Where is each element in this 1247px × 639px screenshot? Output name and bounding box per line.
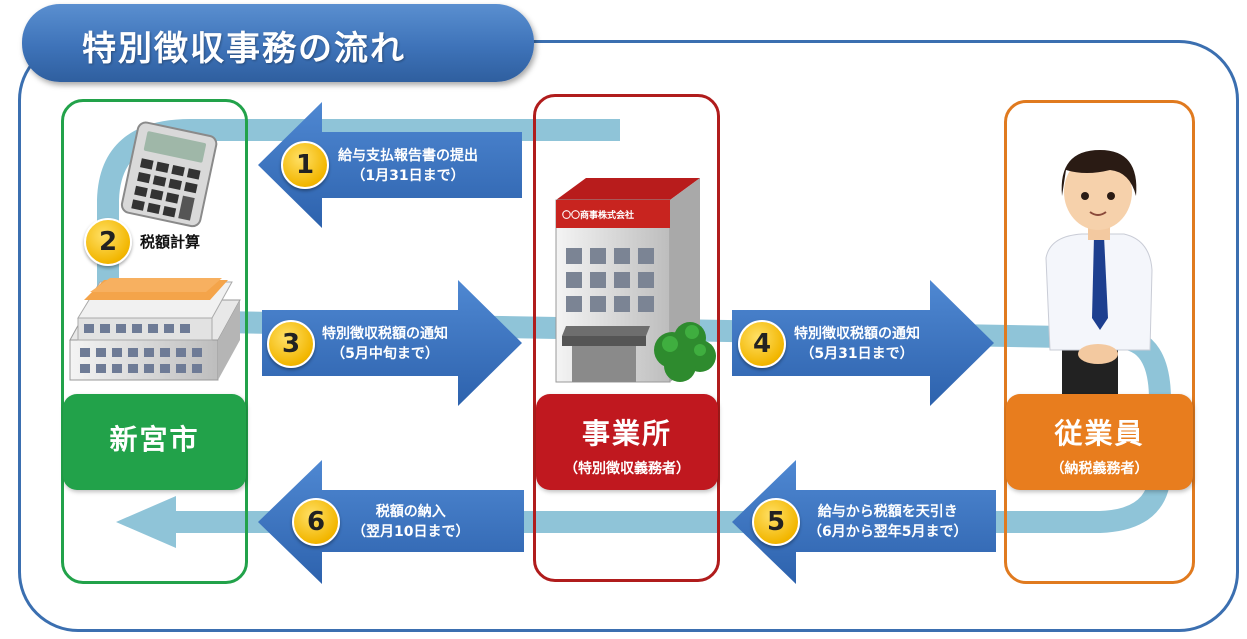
page-title: 特別徴収事務の流れ [82,21,406,70]
step-5-badge: 5 [752,498,800,546]
step-2-label: 税額計算 [140,231,200,252]
city-label: 新宮市 [63,394,246,490]
step-5-line2: （6月から翌年5月まで） [808,522,967,542]
step-4-line2: （5月31日まで） [794,344,920,364]
step-3-text: 特別徴収税額の通知 （5月中旬まで） [322,324,448,364]
office-label: 事業所 （特別徴収義務者） [536,394,718,490]
step-3-line1: 特別徴収税額の通知 [322,324,448,344]
office-column [533,94,720,582]
step-5-text: 給与から税額を天引き （6月から翌年5月まで） [808,502,967,542]
step-4-badge: 4 [738,320,786,368]
step-4-line1: 特別徴収税額の通知 [794,324,920,344]
step-3-badge: 3 [267,320,315,368]
employee-role: （納税義務者） [1006,458,1193,478]
step-4-text: 特別徴収税額の通知 （5月31日まで） [794,324,920,364]
employee-column [1004,100,1195,584]
office-role: （特別徴収義務者） [536,458,718,478]
step-3-line2: （5月中旬まで） [322,344,448,364]
city-column [61,99,248,584]
step-1-line2: （1月31日まで） [338,166,478,186]
step-2-badge: 2 [84,218,132,266]
step-1-text: 給与支払報告書の提出 （1月31日まで） [338,146,478,186]
step-6-badge: 6 [292,498,340,546]
employee-name: 従業員 [1006,412,1193,452]
step-6-text: 税額の納入 （翌月10日まで） [352,502,469,542]
step-6-line2: （翌月10日まで） [352,522,469,542]
office-name: 事業所 [536,412,718,452]
employee-label: 従業員 （納税義務者） [1006,394,1193,490]
step-1-line1: 給与支払報告書の提出 [338,146,478,166]
step-1-badge: 1 [281,141,329,189]
title-banner: 特別徴収事務の流れ [22,4,534,82]
step-5-line1: 給与から税額を天引き [808,502,967,522]
company-sign: 〇〇商事株式会社 [562,208,634,221]
step-6-line1: 税額の納入 [352,502,469,522]
city-name: 新宮市 [63,418,246,458]
